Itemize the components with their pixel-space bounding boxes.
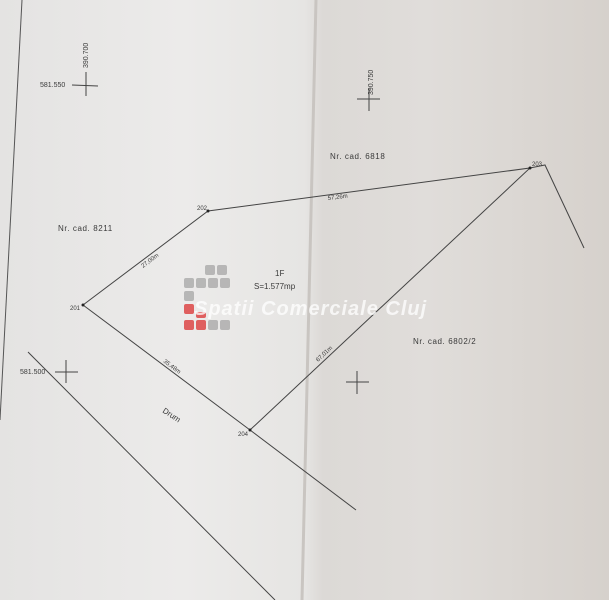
- point-202: 202: [197, 206, 208, 212]
- road-upper-edge: [249, 429, 357, 511]
- watermark-text: Spatii Comerciale Cluj: [194, 298, 428, 320]
- neighbor-6802-2: Nr. cad. 6802/2: [413, 337, 476, 346]
- neighbor-boundary: [529, 164, 585, 249]
- parcel-id: 1F: [275, 269, 284, 278]
- grid-label-x2: 581.500: [20, 369, 45, 376]
- road-lower-edge: [27, 351, 276, 600]
- grid-label-y1: 390.700: [83, 43, 90, 68]
- neighbor-6818: Nr. cad. 6818: [330, 152, 385, 161]
- grid-crosses: [55, 72, 380, 394]
- distance-201-204: 35,48m: [162, 359, 182, 376]
- paper-edge-line: [0, 0, 23, 421]
- grid-label-y2: 390.750: [368, 70, 375, 95]
- paper-fold: [300, 0, 318, 600]
- grid-label-x1: 581.550: [40, 82, 65, 89]
- road-label: Drum: [161, 406, 183, 424]
- point-203: 203: [532, 162, 543, 168]
- parcel-area: S=1.577mp: [254, 282, 296, 291]
- point-markers: [81, 166, 532, 432]
- distance-201-202: 27,00m: [141, 253, 161, 270]
- point-201: 201: [70, 306, 81, 312]
- neighbor-8211: Nr. cad. 8211: [58, 224, 113, 233]
- distance-202-203: 57,26m: [328, 194, 349, 202]
- point-204: 204: [238, 432, 249, 438]
